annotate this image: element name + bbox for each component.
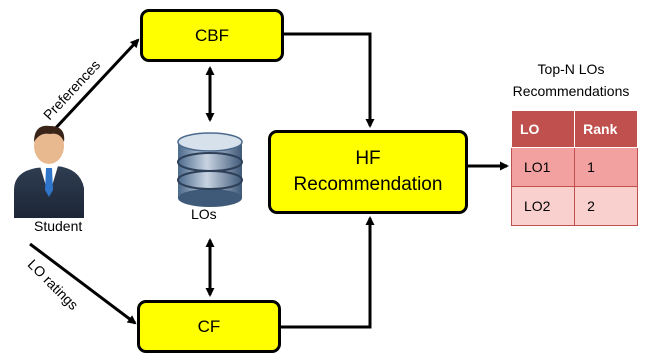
edge-student-cbf [50, 38, 140, 134]
output-title-line2: Recommendations [512, 83, 630, 99]
column-header-rank: Rank [574, 110, 638, 148]
cf-node: CF [137, 300, 281, 353]
hf-subtitle: Recommendation [293, 174, 443, 195]
database-icon [177, 132, 243, 207]
output-title: Top-N LOs Recommendations [496, 58, 646, 102]
cell-lo: LO1 [510, 147, 576, 187]
rank-table: LO Rank LO1 1 LO2 2 [510, 110, 638, 226]
hf-recommendation-node: HF Recommendation [268, 130, 468, 214]
output-title-line1: Top-N LOs [537, 61, 605, 77]
edge-cf-hf [281, 216, 375, 329]
column-header-lo: LO [510, 110, 576, 148]
cell-lo: LO2 [510, 186, 576, 226]
cell-rank: 2 [574, 186, 638, 226]
los-label: LOs [191, 206, 217, 222]
hf-title: HF [355, 148, 381, 169]
student-label: Student [34, 218, 83, 234]
edge-cbf-hf [284, 32, 375, 128]
cbf-node: CBF [140, 9, 284, 62]
cell-rank: 1 [574, 147, 638, 187]
edge-student-cf [29, 242, 137, 325]
table-row: LO2 2 [510, 186, 638, 226]
rank-table-header: LO Rank [510, 110, 638, 148]
user-avatar-icon [14, 125, 84, 218]
table-row: LO1 1 [510, 147, 638, 187]
